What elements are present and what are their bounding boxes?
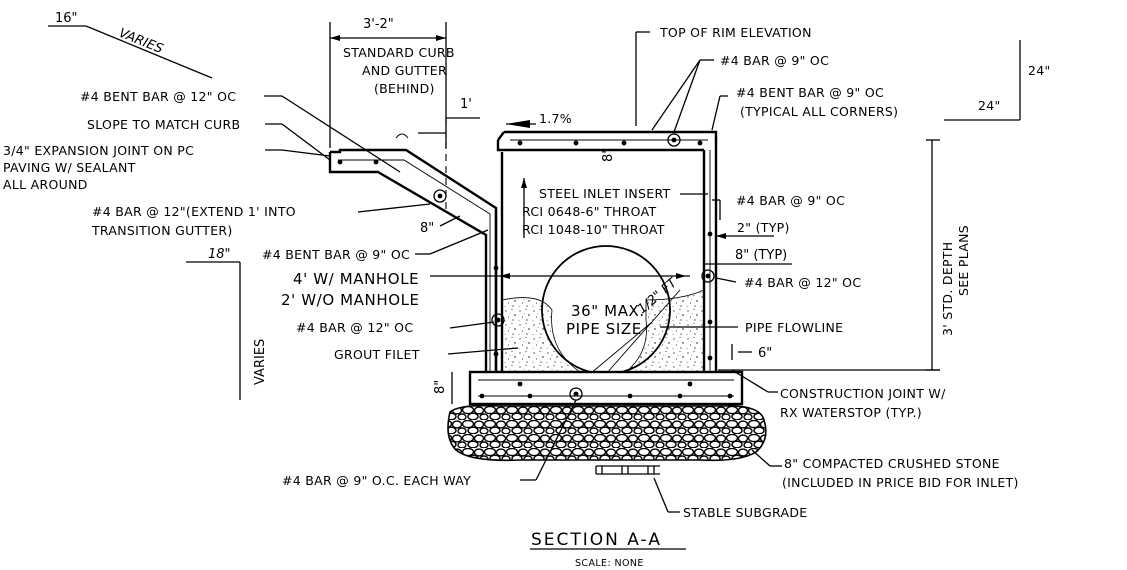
dim-6in: 6" [758, 346, 772, 361]
bar12-extend-line2: TRANSITION GUTTER) [91, 223, 233, 238]
pipe-max-line1: 36" MAX. [571, 302, 645, 320]
exp-joint-line1: 3/4" EXPANSION JOINT ON PC [3, 143, 194, 158]
bar9-top-label: #4 BAR @ 9" OC [720, 53, 829, 68]
scale-note: SCALE: NONE [575, 558, 644, 569]
bent9-corners-line1: #4 BENT BAR @ 9" OC [736, 85, 884, 100]
bar12-left-label: #4 BAR @ 12" OC [296, 320, 413, 335]
dim-2in-typ: 2" (TYP) [737, 220, 790, 235]
manhole-dimension [430, 273, 690, 279]
dim-8in-base: 8" [433, 380, 448, 394]
bar12-left-leader [449, 321, 495, 329]
grout-label: GROUT FILET [334, 347, 420, 362]
stone-leader-b [751, 449, 771, 467]
dim-18in: 18" [208, 247, 231, 262]
depth-line2: SEE PLANS [956, 225, 971, 296]
bar9-right-label: #4 BAR @ 9" OC [736, 193, 845, 208]
left-varies-lines [186, 261, 241, 400]
exp-joint-line3: ALL AROUND [3, 177, 88, 192]
std-curb-line3: (BEHIND) [374, 81, 435, 96]
slope-curb-label: SLOPE TO MATCH CURB [87, 117, 240, 132]
bar12-right-label: #4 BAR @ 12" OC [744, 275, 861, 290]
subgrade-label: STABLE SUBGRADE [683, 505, 807, 520]
section-title: SECTION A-A [531, 530, 662, 550]
depth-line1: 3' STD. DEPTH [940, 241, 955, 336]
bar9-each-label: #4 BAR @ 9" O.C. EACH WAY [282, 473, 471, 488]
bent9-corners-line2: (TYPICAL ALL CORNERS) [740, 104, 898, 119]
exp-joint-line2: PAVING W/ SEALANT [3, 160, 136, 175]
varies-top-label: VARIES [117, 26, 166, 57]
bar9-each-leader-b [535, 399, 577, 481]
slope-pct: 1.7% [539, 111, 572, 126]
manhole-line1: 4' W/ MANHOLE [293, 270, 419, 288]
varies-left-label: VARIES [253, 339, 268, 385]
rci-0648-label: RCI 0648-6" THROAT [522, 204, 656, 219]
inlet-box [468, 120, 744, 406]
const-joint-line2: RX WATERSTOP (TYP.) [780, 405, 922, 420]
bent-bar-9-label: #4 BENT BAR @ 9" OC [262, 247, 410, 262]
crushed-stone-bed [447, 404, 767, 462]
const-joint-line1: CONSTRUCTION JOINT W/ [780, 386, 946, 401]
dim-8in-top: 8" [601, 148, 616, 162]
manhole-line2: 2' W/O MANHOLE [281, 291, 420, 309]
stone-line1: 8" COMPACTED CRUSHED STONE [784, 456, 1000, 471]
subgrade-symbol [595, 465, 680, 513]
dim-1ft: 1' [460, 97, 472, 112]
pipe-flowline-label: PIPE FLOWLINE [745, 320, 843, 335]
dim-8in-typ: 8" (TYP) [735, 248, 787, 263]
top-left-transition-lines [48, 25, 213, 79]
bar12-extend-line1: #4 BAR @ 12"(EXTEND 1' INTO [92, 204, 296, 219]
dim-8in-gutter: 8" [420, 221, 434, 236]
std-curb-line1: STANDARD CURB [343, 45, 455, 60]
depth-dimension [718, 139, 940, 371]
dim-3ft-2in: 3'-2" [363, 17, 394, 32]
top-rim-label: TOP OF RIM ELEVATION [659, 25, 812, 40]
dim-16in: 16" [55, 11, 78, 26]
steel-insert-label: STEEL INLET INSERT [539, 186, 671, 201]
stone-line2: (INCLUDED IN PRICE BID FOR INLET) [782, 475, 1019, 490]
std-curb-line2: AND GUTTER [362, 63, 447, 78]
top-right-leaders [635, 31, 792, 393]
pipe-max-line2: PIPE SIZE [566, 320, 642, 338]
dim-24-a: 24" [1028, 63, 1051, 78]
bent-bar-12-label: #4 BENT BAR @ 12" OC [80, 89, 236, 104]
rci-1048-label: RCI 1048-10" THROAT [522, 222, 665, 237]
dim-24-b: 24" [978, 98, 1001, 113]
left-leaders [264, 95, 489, 255]
